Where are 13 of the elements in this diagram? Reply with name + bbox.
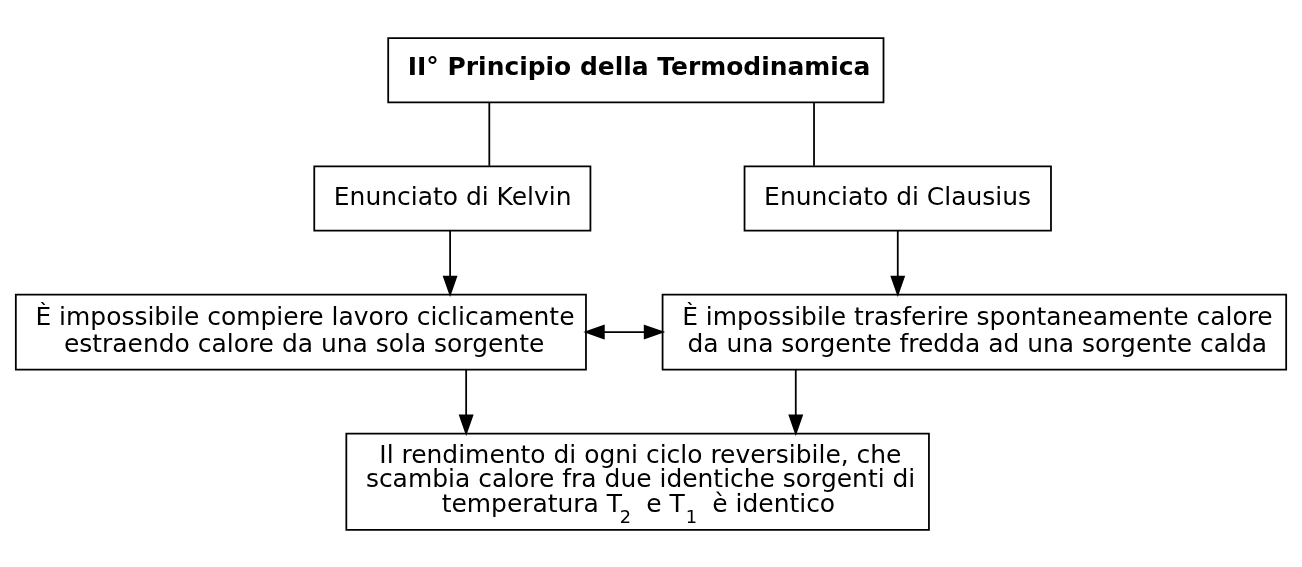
connector [813, 101, 815, 167]
arrow [458, 368, 474, 436]
node-box: II° Principio della Termodinamica [387, 36, 885, 103]
arrow [583, 324, 666, 340]
node-box: È impossibile compiere lavoro ciclicamente estraendo calore da una sola sorgente [14, 293, 587, 370]
node-box: Enunciato di Clausius [743, 165, 1052, 231]
node-box: Il rendimento di ogni ciclo reversibile, che scambia calore fra due identiche sorgenti di temperatura T$_{2}$ e T$_{1}$ è identico [345, 432, 930, 531]
arrow [788, 368, 804, 436]
connector [488, 101, 491, 167]
arrow [442, 229, 458, 297]
node-box: Enunciato di Kelvin [313, 165, 592, 231]
arrow [890, 229, 906, 297]
node-box: È impossibile trasferire spontaneamente calore da una sorgente fredda ad una sorgente calda [661, 293, 1288, 370]
